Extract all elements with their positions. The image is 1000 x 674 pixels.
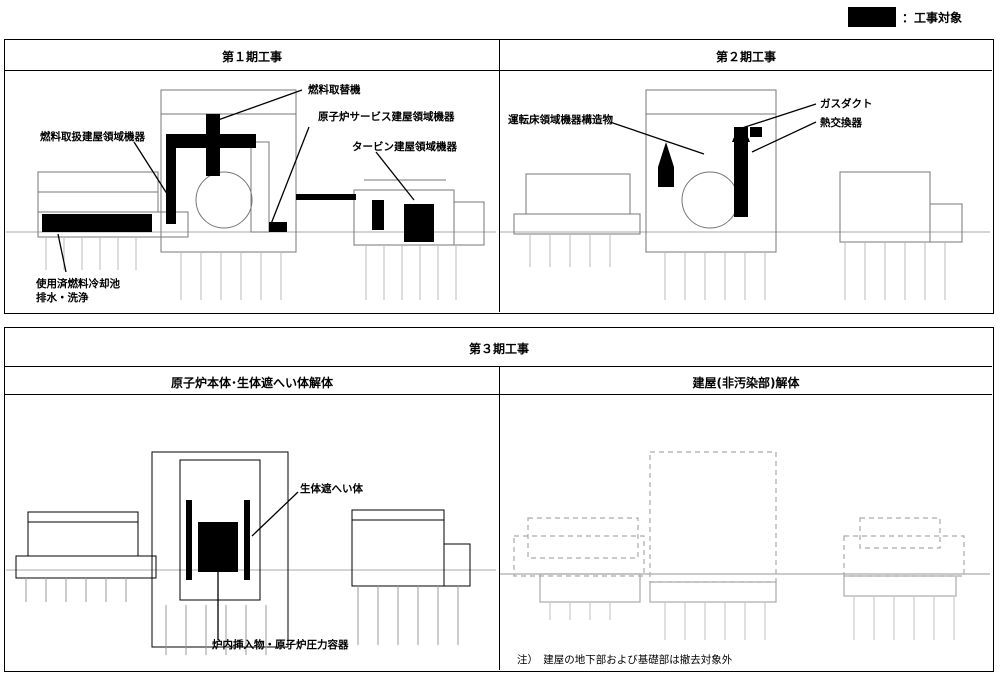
phase3-note: 注） 建屋の地下部および基礎部は撤去対象外: [517, 654, 733, 666]
phase3-title-underline: [5, 366, 992, 367]
label-gas-duct: ガスダクト: [820, 98, 873, 110]
legend-label: ：工事対象: [902, 10, 963, 25]
phase3-subtitle-underline: [5, 394, 992, 395]
phase3-reactor-drawing: [6, 451, 496, 655]
label-biological-shield: 生体遮へい体: [300, 483, 363, 495]
label-turbine-building: タービン建屋領域機器: [352, 141, 457, 153]
label-fuel-exchanger: 燃料取替機: [308, 84, 361, 96]
label-reactor-internals: 炉内挿入物・原子炉圧力容器: [212, 639, 349, 651]
phase1-plant-drawing: [6, 89, 496, 300]
phase1-2-panel: 第１期工事 第２期工事: [4, 39, 994, 314]
phase3-panel: 第３期工事 原子炉本体･生体遮へい体解体 建屋(非汚染部)解体: [4, 327, 994, 672]
label-fuel-handling-building: 燃料取扱建屋領域機器: [40, 131, 145, 143]
legend-swatch: [848, 7, 896, 27]
phase2-title: 第２期工事: [715, 50, 776, 64]
phase3-title: 第３期工事: [468, 342, 529, 356]
phase3-left-title: 原子炉本体･生体遮へい体解体: [170, 376, 333, 390]
phase1-title: 第１期工事: [221, 50, 282, 64]
label-heat-exchanger: 熱交換器: [820, 117, 862, 129]
label-operating-floor-equipment: 運転床領域機器構造物: [508, 114, 613, 126]
phase3-divider: [499, 366, 500, 670]
phase3-right-title: 建屋(非汚染部)解体: [692, 376, 800, 390]
phase-divider: [499, 40, 500, 312]
phase-title-underline: [5, 70, 992, 71]
legend: ：工事対象: [848, 6, 962, 28]
phase3-building-drawing: [500, 451, 990, 640]
phase2-plant-drawing: [500, 89, 990, 300]
label-reactor-service-building: 原子炉サービス建屋領域機器: [318, 111, 455, 123]
label-spent-fuel-pool-1: 使用済燃料冷却池: [36, 278, 120, 290]
label-spent-fuel-pool-2: 排水・洗浄: [36, 292, 89, 304]
